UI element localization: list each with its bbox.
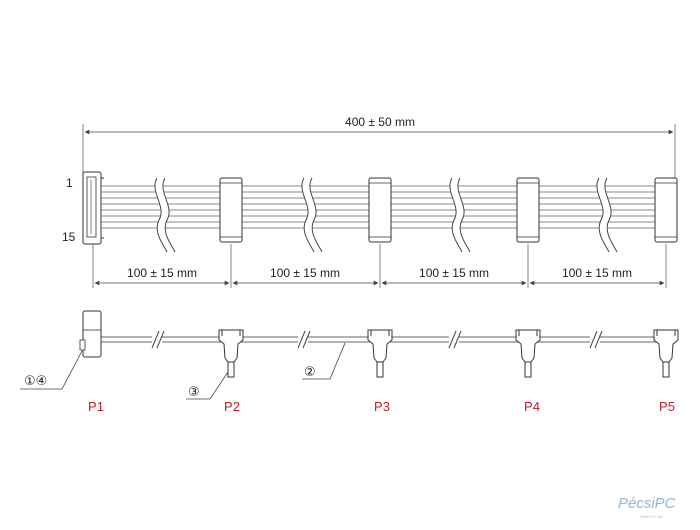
watermark-text: PécsiPC [618,495,676,512]
p4-connector-side [515,329,541,378]
segment-label-2: 100 ± 15 mm [270,266,340,280]
p4-connector-top [516,177,540,243]
p3-connector-side [367,329,393,378]
segment-label-1: 100 ± 15 mm [127,266,197,280]
p1-connector-side [79,310,102,358]
pin-first-label: 1 [66,176,73,190]
overall-dimension: 400 ± 50 mm [82,115,676,178]
top-view: 400 ± 50 mm 1 15 [62,115,678,288]
p2-connector-side [218,329,244,378]
break-marks-side [151,330,603,349]
segment-label-4: 100 ± 15 mm [562,266,632,280]
overall-length-label: 400 ± 50 mm [345,115,415,129]
watermark-logo: PécsiPC Pécsi PC Kft. [618,495,676,519]
side-view: ①④ ③ ② P1 P2 P3 P4 P5 [20,310,679,414]
plug-label-p3: P3 [374,399,390,414]
segment-dimensions: 100 ± 15 mm 100 ± 15 mm 100 ± 15 mm 100 … [92,244,667,288]
callout-leaders [20,342,346,400]
callout-part-3: ③ [188,385,200,400]
plug-label-p5: P5 [659,399,675,414]
plug-label-p2: P2 [224,399,240,414]
plug-label-p4: P4 [524,399,540,414]
pin-last-label: 15 [62,230,76,244]
p2-connector-top [219,177,243,243]
watermark-subtext: Pécsi PC Kft. [640,514,664,519]
callout-parts-1-4: ①④ [24,374,47,389]
plug-label-p1: P1 [88,399,104,414]
p1-connector-top [82,171,104,245]
p5-connector-top [654,177,678,243]
p3-connector-top [368,177,392,243]
callout-part-2: ② [304,365,316,380]
break-marks-top [154,177,618,253]
p5-connector-side [653,329,679,378]
segment-label-3: 100 ± 15 mm [419,266,489,280]
